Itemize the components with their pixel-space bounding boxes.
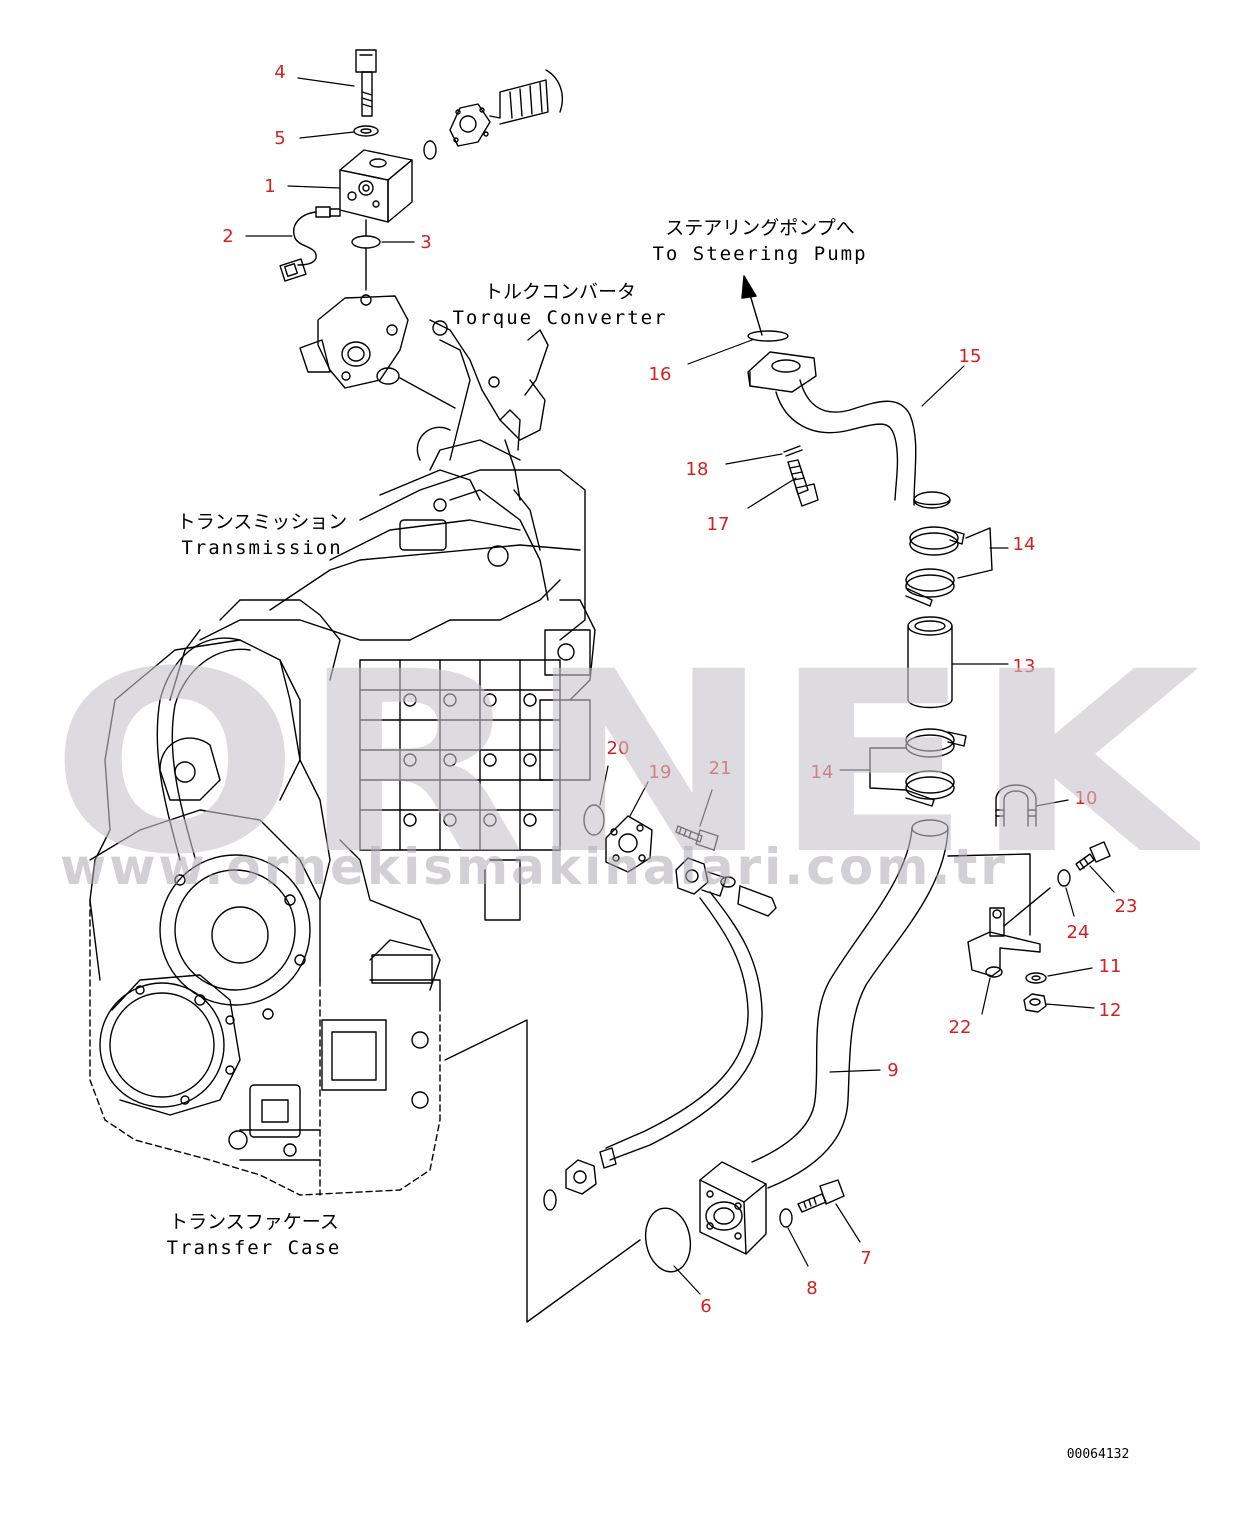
part-2-sensor-harness xyxy=(279,206,341,282)
callout-11: 11 xyxy=(1099,956,1122,977)
part-1-valve-block xyxy=(339,149,413,223)
part-16-o-ring xyxy=(747,330,789,342)
callout-15: 15 xyxy=(959,346,982,367)
callout-7: 7 xyxy=(860,1248,871,1269)
callout-4: 4 xyxy=(274,62,285,83)
part-7-bolt xyxy=(797,1179,845,1213)
part-6-o-ring xyxy=(644,1207,692,1273)
transmission-label-en: Transmission xyxy=(181,537,342,559)
callout-24: 24 xyxy=(1067,922,1090,943)
transfer-case xyxy=(99,954,441,1161)
callout-5: 5 xyxy=(274,128,285,149)
callout-3: 3 xyxy=(420,232,431,253)
transmission-assembly xyxy=(156,426,596,991)
callout-12: 12 xyxy=(1099,1000,1122,1021)
part-21-bolt xyxy=(675,825,719,851)
callout-14-upper: 14 xyxy=(1013,534,1036,555)
transmission-housing xyxy=(89,639,441,1196)
callout-18: 18 xyxy=(686,459,709,480)
watermark-url: www.ornekismakinalari.com.tr xyxy=(60,838,1008,896)
part-24-washer xyxy=(1057,869,1071,887)
callout-9: 9 xyxy=(887,1060,898,1081)
callout-1: 1 xyxy=(264,176,275,197)
callout-23: 23 xyxy=(1115,896,1138,917)
clamp-leader-lower xyxy=(869,747,907,791)
clamp-leader-upper xyxy=(957,527,993,579)
torque-converter-bracket xyxy=(429,319,549,501)
upper-hose xyxy=(423,69,564,160)
callout-20: 20 xyxy=(607,738,630,759)
part-18-lock-washer xyxy=(783,445,803,457)
callout-16: 16 xyxy=(649,364,672,385)
annotation-labels: ステアリングポンプへ To Steering Pump トルクコンバータ Tor… xyxy=(167,217,1130,1462)
callout-22: 22 xyxy=(949,1017,972,1038)
part-5-washer xyxy=(353,125,379,137)
part-3-o-ring xyxy=(351,235,381,249)
part-15-pipe xyxy=(747,351,951,509)
callout-8: 8 xyxy=(806,1278,817,1299)
callout-21: 21 xyxy=(709,758,732,779)
part-9-pipe xyxy=(751,819,949,1189)
callout-6: 6 xyxy=(700,1296,711,1317)
part-23-bolt xyxy=(1075,841,1111,871)
torque-label-en: Torque Converter xyxy=(452,307,667,329)
part-22-bracket xyxy=(967,907,1041,978)
transmission-label-jp: トランスミッション xyxy=(177,511,348,533)
callout-17: 17 xyxy=(707,514,730,535)
callout-13: 13 xyxy=(1013,656,1036,677)
callout-10: 10 xyxy=(1075,788,1098,809)
part-14-clamp-upper xyxy=(905,526,965,607)
leader-lines xyxy=(245,77,1115,1295)
steering-label-en: To Steering Pump xyxy=(652,243,867,265)
steering-label-jp: ステアリングポンプへ xyxy=(665,217,854,239)
u-bolt-leader xyxy=(947,853,1031,936)
part-13-hose xyxy=(907,616,953,709)
lower-hose xyxy=(543,857,777,1211)
callout-2: 2 xyxy=(222,226,233,247)
pipe-9-flange xyxy=(699,1161,767,1255)
part-11-washer xyxy=(1025,972,1047,984)
transfer-label-jp: トランスファケース xyxy=(169,1211,339,1233)
part-20-o-ring xyxy=(583,804,605,836)
torque-label-jp: トルクコンバータ xyxy=(484,281,636,303)
part-12-nut xyxy=(1023,993,1047,1013)
callout-19: 19 xyxy=(649,762,672,783)
part-10-u-bolt xyxy=(995,784,1037,827)
part-8-washer xyxy=(779,1208,793,1228)
part-19-split-flange xyxy=(605,815,653,873)
part-17-bolt xyxy=(787,459,819,507)
part-4-bolt xyxy=(355,49,377,117)
valve-housing xyxy=(299,294,409,389)
drawing-number: 00064132 xyxy=(1067,1447,1130,1462)
part-14-clamp-lower xyxy=(905,728,967,807)
transfer-leader-line xyxy=(444,1019,641,1323)
callout-numbers: 4 5 1 2 3 16 15 18 17 14 13 14 20 19 21 … xyxy=(222,62,1137,1317)
callout-14-lower: 14 xyxy=(811,762,834,783)
transfer-label-en: Transfer Case xyxy=(167,1237,342,1259)
